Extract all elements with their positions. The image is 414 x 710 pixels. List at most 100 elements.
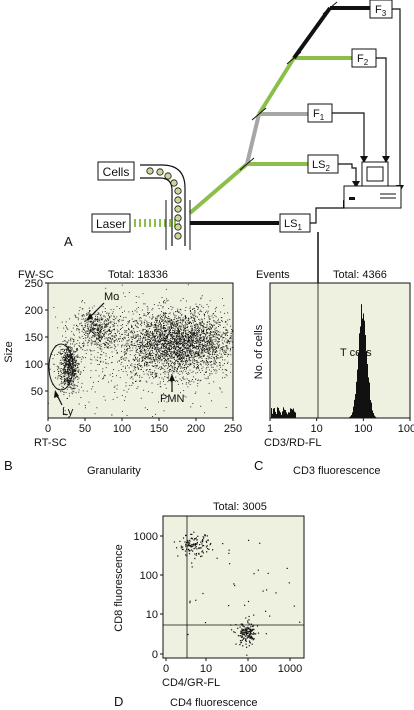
point-Mo	[91, 321, 93, 323]
point-PMN	[181, 358, 182, 359]
point-PMN	[128, 360, 130, 362]
point-Ly	[75, 351, 77, 352]
point-Ly	[72, 354, 73, 355]
point-PMN	[137, 364, 138, 365]
point-PMN	[176, 354, 177, 356]
point-PMN	[197, 328, 199, 329]
point-PMN	[166, 344, 167, 346]
point-scatter	[107, 346, 109, 348]
point-PMN	[159, 358, 161, 359]
point-PMN	[201, 351, 203, 353]
point-PMN	[199, 331, 200, 333]
point-scatter	[152, 416, 153, 417]
point-PMN	[151, 318, 153, 320]
point-PMN	[180, 354, 181, 356]
point-PMN	[92, 321, 94, 323]
point-PMN	[164, 336, 166, 338]
point-Mo	[110, 338, 111, 340]
point-PMN	[217, 337, 219, 339]
point-PMN	[156, 375, 158, 377]
point-PMN	[177, 334, 178, 336]
point-PMN	[185, 354, 187, 356]
point-Mo	[89, 333, 90, 335]
point-PMN	[169, 330, 170, 332]
point-PMN	[211, 361, 213, 362]
point-PMN	[162, 337, 164, 339]
point-PMN	[212, 340, 214, 342]
point-PMN	[144, 334, 146, 336]
point-PMN	[175, 340, 177, 341]
point-PMN	[158, 326, 160, 328]
point-CD4+	[255, 633, 257, 635]
point-CD8+	[193, 539, 195, 541]
point-PMN	[168, 341, 170, 343]
point-PMN	[156, 333, 157, 334]
histogram-bar	[287, 414, 288, 418]
point-PMN	[157, 331, 158, 332]
point-PMN	[164, 338, 166, 339]
point-PMN	[198, 357, 200, 359]
point-PMN	[200, 344, 201, 346]
point-scatter	[215, 361, 216, 363]
point-PMN	[198, 354, 200, 356]
point-PMN	[169, 340, 171, 342]
point-scatter	[228, 339, 229, 341]
point-scatter	[145, 357, 147, 358]
point-CD8+	[191, 544, 193, 546]
point-Ly	[65, 364, 67, 365]
point-PMN	[126, 341, 128, 343]
point-scatter	[117, 361, 118, 363]
point-PMN	[195, 320, 196, 322]
point-PMN	[155, 317, 157, 319]
histogram-bar	[375, 416, 376, 418]
point-PMN	[120, 329, 121, 330]
point-PMN	[150, 345, 152, 347]
point-scatter	[64, 349, 65, 351]
point-PMN	[158, 331, 160, 333]
point-PMN	[205, 371, 207, 373]
point-PMN	[150, 356, 152, 358]
point-Ly	[63, 370, 65, 371]
point-PMN	[198, 307, 199, 309]
point-PMN	[128, 328, 129, 330]
point-PMN	[223, 337, 225, 338]
point-CD8+	[202, 536, 204, 538]
point-Ly	[63, 384, 65, 386]
point-PMN	[196, 331, 197, 333]
point-PMN	[186, 368, 187, 370]
point-PMN	[179, 319, 181, 321]
point-scatter	[149, 369, 151, 370]
point-CD4+	[247, 635, 249, 637]
point-PMN	[128, 367, 130, 369]
point-PMN	[122, 326, 124, 328]
point-Ly	[73, 368, 75, 370]
point-PMN	[198, 349, 200, 351]
point-scatter	[172, 372, 174, 374]
point-PMN	[161, 367, 163, 369]
point-PMN	[142, 347, 144, 349]
point-PMN	[181, 352, 183, 354]
point-Ly	[67, 363, 69, 365]
point-Mo	[120, 328, 122, 329]
point-Mo	[95, 325, 96, 327]
point-PMN	[181, 323, 183, 325]
point-PMN	[167, 317, 169, 319]
point-PMN	[176, 353, 178, 355]
point-PMN	[129, 347, 131, 349]
point-PMN	[195, 335, 196, 336]
point-PMN	[194, 324, 196, 326]
point-PMN	[165, 355, 167, 357]
point-PMN	[196, 306, 197, 307]
point-PMN	[206, 364, 208, 366]
point-CD4+	[252, 637, 254, 639]
point-noise	[259, 542, 261, 544]
point-Mo	[100, 315, 101, 317]
point-PMN	[98, 345, 100, 346]
point-PMN	[147, 312, 148, 314]
point-scatter	[143, 389, 145, 391]
point-PMN	[141, 333, 143, 334]
point-PMN	[173, 353, 175, 355]
point-PMN	[212, 317, 214, 319]
point-Mo	[92, 318, 93, 320]
point-PMN	[227, 331, 229, 333]
